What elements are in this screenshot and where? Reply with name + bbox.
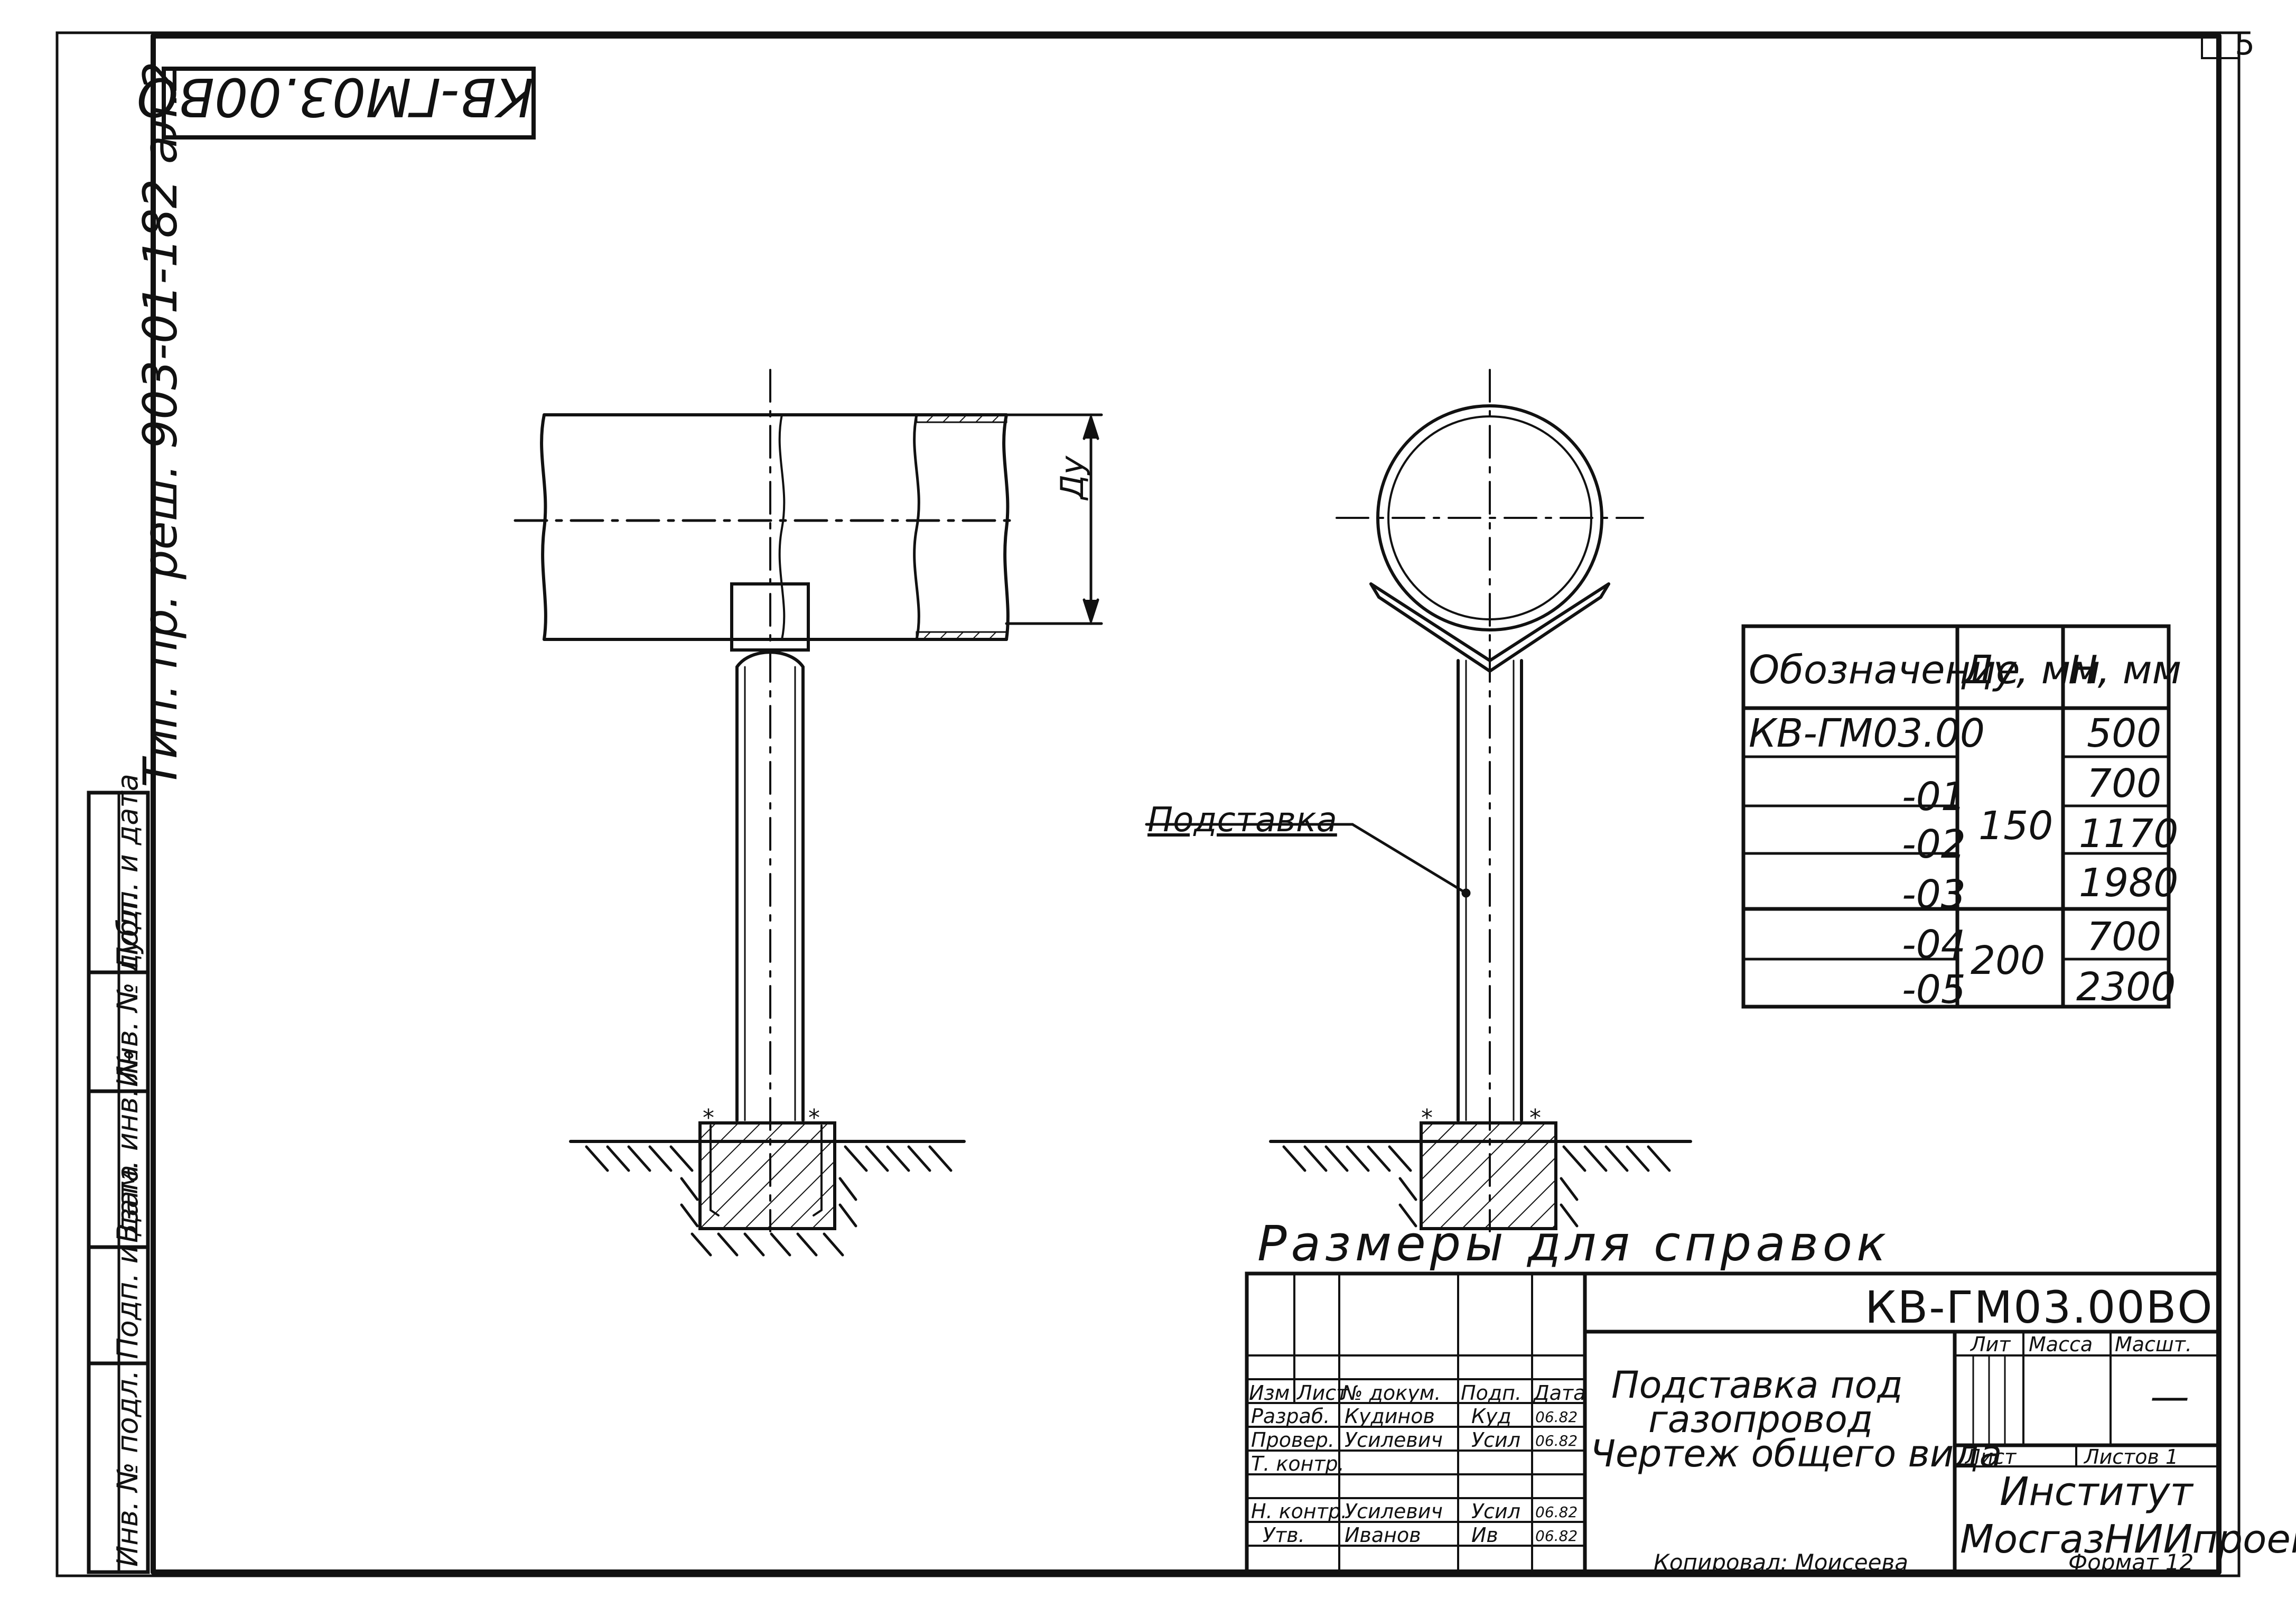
tb-row-4-sign: Ив — [1471, 1523, 1498, 1547]
tb-sheets-label: Листов 1 — [2084, 1445, 2179, 1469]
front-ground-hatch — [585, 1145, 953, 1257]
tb-row-3-name: Усилевич — [1345, 1500, 1443, 1523]
table-row-5-designation: -05 — [1902, 967, 1966, 1012]
tb-row-2-role: Т. контр. — [1251, 1452, 1345, 1475]
sheet-number: 5 — [2235, 25, 2255, 62]
tb-header-date: Дата — [1534, 1381, 1586, 1405]
tb-row-0-sign: Куд — [1471, 1405, 1511, 1428]
tb-row-0-date: 06.82 — [1535, 1408, 1578, 1426]
front-view-pipe — [514, 413, 1019, 641]
tb-org-line-1: Институт — [2000, 1469, 2193, 1515]
tb-row-1-date: 06.82 — [1535, 1432, 1578, 1450]
dimension-dn — [1005, 413, 1103, 626]
callout-leader — [1145, 823, 1471, 898]
tb-lit-label: Лит — [1971, 1333, 2011, 1356]
table-dn-group-200: 200 — [1971, 938, 2046, 983]
tb-header-sign: Подп. — [1461, 1381, 1522, 1405]
table-header-h: Н, мм — [2068, 647, 2182, 693]
side-cell-sign-date-2: Подп. и дата — [111, 774, 144, 968]
table-row-5-h: 2300 — [2076, 964, 2176, 1010]
tb-org-line-2: МосгазНИИпроект — [1960, 1517, 2296, 1562]
table-row-1-designation: -01 — [1902, 774, 1966, 820]
side-strip — [87, 791, 150, 1574]
stand-callout-label: Подставка — [1147, 801, 1337, 840]
side-ground-hatch — [1282, 1145, 1671, 1228]
tb-row-3-role: Н. контр. — [1251, 1500, 1348, 1523]
tb-sheet-label: Лист — [1965, 1445, 2017, 1469]
tb-header-izm: Изм — [1249, 1381, 1290, 1405]
tb-header-list: Лист — [1297, 1381, 1348, 1405]
copied-by: Копировал: Моисеева — [1654, 1549, 1908, 1575]
table-header-dn: Ду, мм — [1963, 647, 2101, 693]
tb-row-4-name: Иванов — [1345, 1523, 1421, 1547]
table-row-0-designation: КВ-ГМ03.00 — [1749, 711, 1985, 756]
title-line-2: газопровод — [1648, 1398, 1873, 1441]
title-block-code: КВ-ГМ03.00ВО — [1865, 1281, 2214, 1333]
standard-reference-note: Тип. пр. реш. 903-01-182 ал.2 — [133, 61, 188, 787]
tb-row-1-name: Усилевич — [1345, 1428, 1443, 1452]
sheet-format: Формат 12 — [2068, 1549, 2194, 1575]
tb-scale-label: Масшт. — [2115, 1333, 2192, 1356]
tb-row-1-role: Провер. — [1251, 1428, 1334, 1452]
table-row-2-h: 1170 — [2079, 811, 2179, 857]
side-cell-inv-orig: Инв. № подл. — [111, 1370, 144, 1567]
table-row-0-h: 500 — [2087, 711, 2162, 756]
front-view-stand: * * — [569, 369, 966, 1232]
table-row-2-designation: -02 — [1902, 822, 1966, 867]
tb-header-doc: № докум. — [1342, 1381, 1441, 1405]
title-line-1: Подставка под — [1611, 1363, 1903, 1407]
tb-scale-value: — — [2150, 1374, 2189, 1419]
table-row-4-designation: -04 — [1902, 922, 1966, 968]
table-row-3-h: 1980 — [2079, 860, 2179, 906]
dimension-dn-label: Ду — [1054, 456, 1091, 499]
tb-row-0-role: Разраб. — [1251, 1405, 1330, 1428]
title-block-grid — [1245, 1271, 2221, 1574]
table-row-1-h: 700 — [2087, 761, 2162, 806]
rotated-stamp-code: КВ-ГМ03.00ВО — [136, 66, 534, 128]
table-dn-group-150: 150 — [1978, 803, 2054, 849]
title-line-3: Чертеж общего вида — [1590, 1432, 2002, 1475]
tb-row-3-sign: Усил — [1471, 1500, 1521, 1523]
table-row-3-designation: -03 — [1902, 872, 1966, 917]
reference-note: Размеры для справок — [1257, 1215, 1890, 1272]
tb-row-4-date: 06.82 — [1535, 1527, 1578, 1545]
table-row-4-h: 700 — [2087, 914, 2162, 960]
tb-row-0-name: Кудинов — [1345, 1405, 1435, 1428]
variant-table-grid — [1741, 624, 2171, 1009]
tb-row-1-sign: Усил — [1471, 1428, 1521, 1452]
side-view-stand: * * — [1269, 369, 1692, 1232]
tb-mass-label: Масса — [2029, 1333, 2093, 1356]
tb-row-3-date: 06.82 — [1535, 1503, 1578, 1521]
tb-row-4-role: Утв. — [1263, 1523, 1305, 1547]
table-header-designation: Обозначение — [1749, 647, 2020, 693]
